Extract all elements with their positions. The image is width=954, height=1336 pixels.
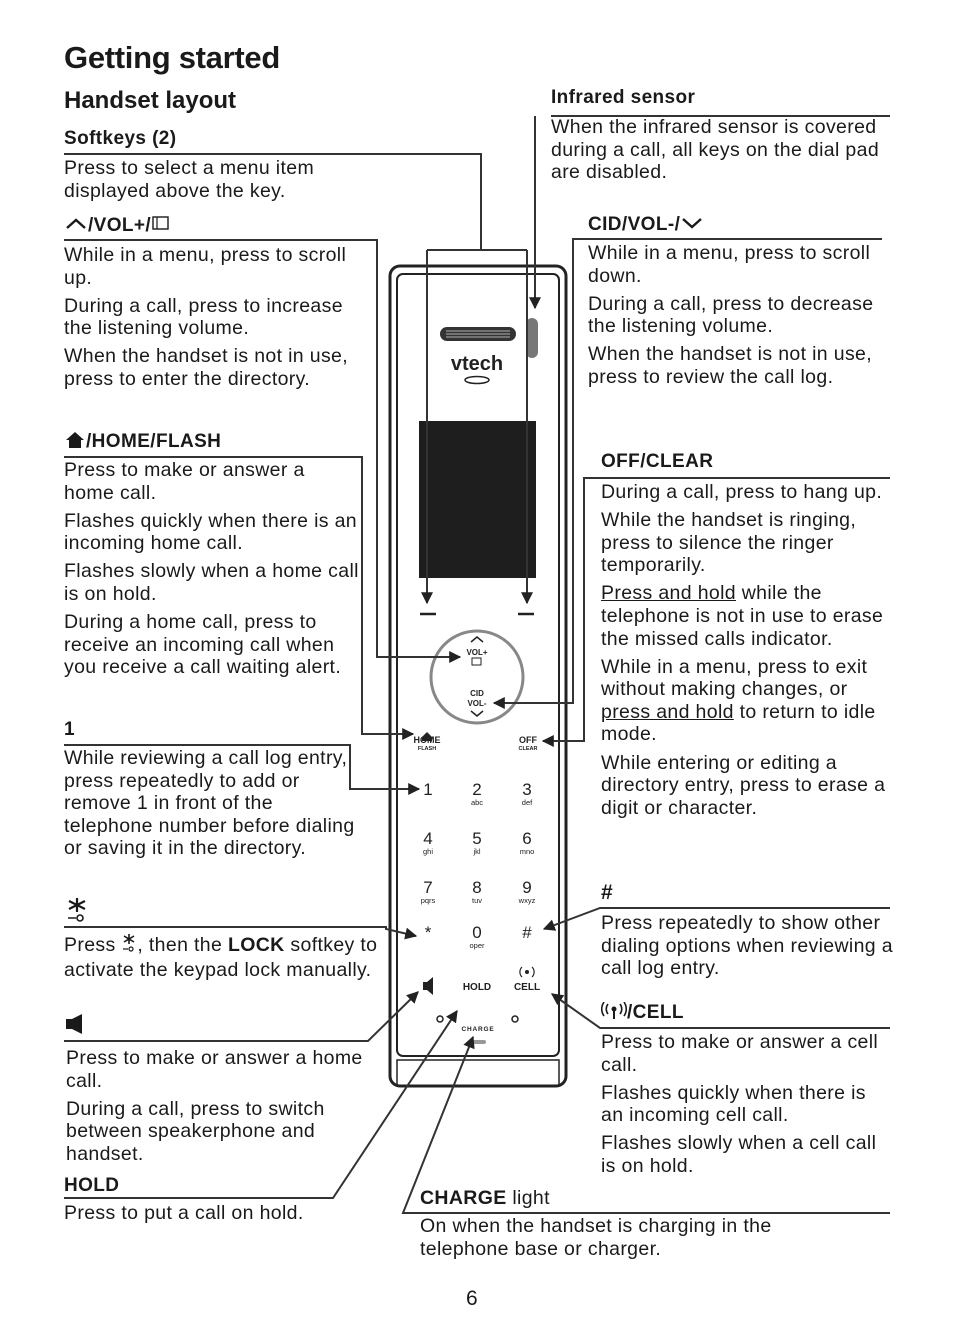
cid-vol-description: While in a menu, press to scroll down. D… bbox=[588, 242, 874, 388]
off-clear-description: During a call, press to hang up. While t… bbox=[601, 481, 886, 819]
dial-key-hash[interactable]: # bbox=[522, 923, 532, 942]
dial-key-letters: jkl bbox=[472, 847, 480, 856]
svg-text:CELL: CELL bbox=[514, 982, 540, 993]
dial-key-digit: 3 bbox=[522, 780, 531, 799]
dial-key-letters: tuv bbox=[472, 896, 482, 905]
star-inline-icon bbox=[121, 933, 137, 959]
off-clear-heading: OFF/CLEAR bbox=[601, 451, 714, 472]
page-title: Getting started bbox=[64, 40, 280, 75]
dial-key-letters: mno bbox=[520, 847, 535, 856]
vtech-logo: vtech bbox=[451, 353, 503, 375]
directory-icon bbox=[151, 215, 171, 237]
dial-key-digit: 4 bbox=[423, 829, 432, 848]
hash-heading: # bbox=[601, 881, 614, 904]
hold-description: Press to put a call on hold. bbox=[64, 1202, 304, 1224]
star-lock-icon bbox=[64, 896, 90, 929]
charge-label-small: CHARGE bbox=[462, 1026, 495, 1033]
off-clear-key: OFF CLEAR bbox=[519, 735, 538, 752]
up-arrow-icon bbox=[64, 215, 88, 237]
softkeys-description: Press to select a menu item displayed ab… bbox=[64, 157, 315, 202]
dial-key-letters: def bbox=[522, 798, 533, 807]
cid-vol-heading: CID/VOL-/ bbox=[588, 214, 704, 236]
key-1-description: While reviewing a call log entry, press … bbox=[64, 747, 355, 860]
infrared-heading: Infrared sensor bbox=[551, 87, 696, 108]
charge-heading: CHARGE light bbox=[420, 1187, 550, 1209]
handset-body bbox=[388, 264, 568, 1088]
charge-light bbox=[472, 1040, 486, 1044]
dial-key-digit: 9 bbox=[522, 878, 531, 897]
nav-key bbox=[429, 629, 525, 725]
speaker-key bbox=[423, 977, 433, 995]
svg-text:VOL+: VOL+ bbox=[466, 648, 487, 657]
svg-text:OFF: OFF bbox=[519, 735, 537, 745]
page-number: 6 bbox=[466, 1287, 478, 1310]
dial-key-letters: ghi bbox=[423, 847, 433, 856]
dial-key-star[interactable]: * bbox=[425, 923, 432, 942]
down-arrow-icon bbox=[680, 214, 704, 236]
hold-heading: HOLD bbox=[64, 1175, 120, 1196]
svg-text:FLASH: FLASH bbox=[418, 746, 436, 752]
dial-key-1[interactable]: 1 bbox=[423, 780, 432, 799]
cell-description: Press to make or answer a cell call. Fla… bbox=[601, 1031, 879, 1177]
softkeys-heading: Softkeys (2) bbox=[64, 128, 177, 149]
svg-text:CID: CID bbox=[470, 689, 484, 698]
svg-text:CLEAR: CLEAR bbox=[519, 746, 538, 752]
cell-heading: /CELL bbox=[600, 1001, 684, 1026]
dial-key-letters: oper bbox=[469, 941, 485, 950]
home-flash-heading: /HOME/FLASH bbox=[64, 431, 221, 455]
home-icon bbox=[64, 431, 86, 455]
hold-key: HOLD bbox=[463, 982, 491, 993]
cell-key: CELL bbox=[514, 966, 540, 993]
dial-key-letters: abc bbox=[471, 798, 483, 807]
dial-key-digit: 5 bbox=[472, 829, 481, 848]
dial-key-digit: 8 bbox=[472, 878, 481, 897]
dial-key-digit: 7 bbox=[423, 878, 432, 897]
speaker-icon bbox=[64, 1013, 86, 1040]
dial-key-digit: 0 bbox=[472, 923, 481, 942]
charge-description: On when the handset is charging in the t… bbox=[420, 1215, 772, 1260]
dial-key-letters: wxyz bbox=[518, 896, 536, 905]
dial-key-letters: pqrs bbox=[421, 896, 436, 905]
vol-up-heading: /VOL+/ bbox=[64, 215, 171, 237]
key-1-heading: 1 bbox=[64, 719, 75, 740]
star-description: Press , then the LOCK softkey to activat… bbox=[64, 933, 378, 981]
cell-icon bbox=[600, 1001, 628, 1026]
dial-key-digit: 1 bbox=[423, 780, 432, 799]
infrared-description: When the infrared sensor is covered duri… bbox=[551, 116, 880, 184]
dial-key-digit: # bbox=[522, 923, 532, 942]
home-flash-description: Press to make or answer a home call. Fla… bbox=[64, 459, 359, 679]
vol-up-description: While in a menu, press to scroll up. Dur… bbox=[64, 244, 349, 390]
dial-key-digit: 6 bbox=[522, 829, 531, 848]
section-title: Handset layout bbox=[64, 87, 237, 114]
dial-key-digit: 2 bbox=[472, 780, 481, 799]
infrared-sensor bbox=[526, 318, 538, 358]
svg-text:VOL-: VOL- bbox=[467, 699, 486, 708]
hash-description: Press repeatedly to show other dialing o… bbox=[601, 912, 893, 980]
dial-key-digit: * bbox=[425, 923, 432, 942]
speaker-description: Press to make or answer a home call. Dur… bbox=[66, 1047, 363, 1165]
home-flash-key: HOME FLASH bbox=[414, 732, 441, 752]
display-screen bbox=[419, 421, 536, 578]
svg-text:HOME: HOME bbox=[414, 735, 441, 745]
